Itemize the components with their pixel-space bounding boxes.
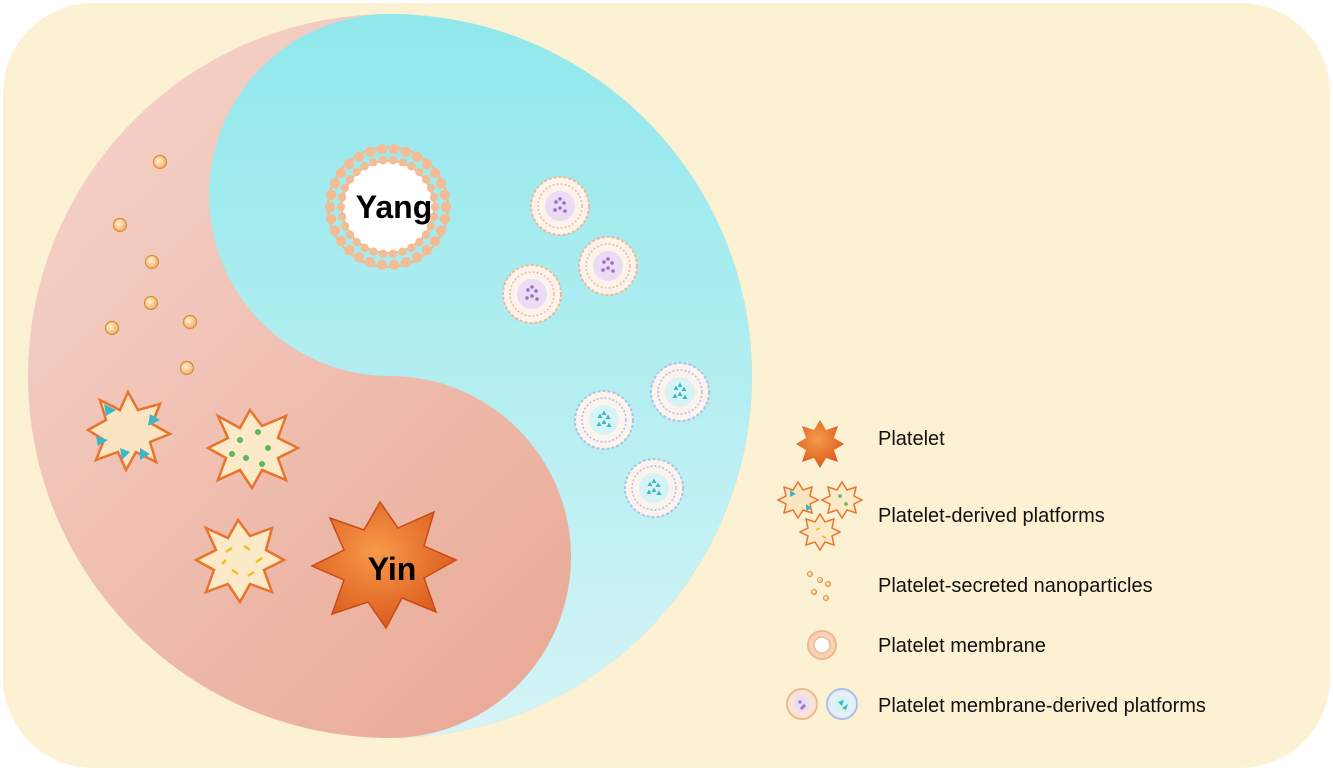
nanoparticle	[152, 154, 168, 170]
membrane-bead	[398, 158, 407, 167]
membrane-bead	[352, 167, 361, 177]
nanoparticle	[112, 217, 128, 233]
legend-label-platelet-derived-platforms: Platelet-derived platforms	[878, 505, 1105, 527]
membrane-bead	[378, 156, 388, 165]
membrane-bead	[440, 201, 452, 213]
membrane-bead	[340, 221, 350, 231]
membrane-vesicle	[650, 362, 710, 422]
membrane-bead	[415, 167, 424, 177]
membrane-bead	[421, 244, 433, 256]
membrane-bead	[378, 249, 388, 258]
membrane-bead	[435, 225, 447, 236]
nanoparticle	[179, 360, 195, 376]
membrane-bead	[326, 189, 337, 201]
membrane-bead	[429, 193, 439, 202]
membrane-vesicle	[574, 390, 634, 450]
membrane-vesicle	[530, 176, 590, 236]
membrane-bead	[324, 201, 336, 213]
membrane-bead	[352, 237, 361, 247]
membrane-bead	[345, 230, 355, 239]
membrane-bead	[439, 213, 450, 225]
secreted-nanoparticles	[104, 154, 198, 376]
membrane-bead	[421, 158, 433, 170]
membrane-bead	[388, 156, 398, 165]
membrane-bead	[388, 144, 400, 155]
membrane-bead	[421, 230, 431, 239]
nanoparticle	[144, 254, 160, 270]
legend-label-nanoparticles: Platelet-secreted nanoparticles	[878, 575, 1153, 597]
legend: Platelet Platelet-derived platforms Plat…	[776, 420, 1206, 720]
membrane-bead	[353, 151, 365, 162]
membrane-bead	[376, 259, 388, 270]
membrane-bead	[426, 221, 436, 231]
nanoparticle	[104, 320, 120, 336]
membrane-bead	[335, 235, 347, 247]
nanoparticle	[143, 295, 159, 311]
membrane-bead	[398, 247, 407, 256]
membrane-bead	[429, 167, 441, 179]
membrane-bead	[337, 212, 347, 221]
membrane-bead	[326, 213, 337, 225]
membrane-bead	[421, 175, 431, 184]
membrane-bead	[329, 225, 341, 236]
membrane-bead	[343, 158, 355, 170]
membrane-bead	[411, 151, 423, 162]
platelet-derived-platforms-icon	[776, 480, 864, 552]
nanoparticles-icon	[807, 571, 832, 602]
membrane-bead	[400, 256, 412, 268]
membrane-bead	[369, 247, 378, 256]
membrane-bead	[429, 235, 441, 247]
membrane-bead	[329, 178, 341, 189]
platelet-membrane-icon	[807, 630, 837, 660]
membrane-bead	[360, 243, 369, 252]
legend-label-platelet-membrane: Platelet membrane	[878, 635, 1046, 657]
yin-label: Yin	[368, 551, 417, 587]
membrane-bead	[343, 244, 355, 256]
membrane-bead	[364, 146, 376, 158]
membrane-bead	[426, 183, 436, 193]
membrane-bead	[430, 202, 440, 212]
membrane-bead	[429, 212, 439, 221]
platelet-icon	[796, 420, 844, 468]
membrane-bead	[335, 167, 347, 179]
membrane-bead	[388, 259, 400, 270]
legend-label-membrane-derived-platforms: Platelet membrane-derived platforms	[878, 695, 1206, 717]
membrane-bead	[400, 146, 412, 158]
membrane-bead	[388, 249, 398, 258]
membrane-bead	[415, 237, 424, 247]
membrane-bead	[435, 178, 447, 189]
yang-label: Yang	[356, 189, 432, 225]
platelet-membrane-yang	[324, 144, 452, 270]
membrane-bead	[411, 252, 423, 263]
membrane-bead	[340, 183, 350, 193]
membrane-bead	[336, 202, 346, 212]
membrane-vesicle	[624, 458, 684, 518]
membrane-bead	[369, 158, 378, 167]
platelet-derived-platform-2	[205, 407, 301, 491]
membrane-bead	[439, 189, 450, 201]
membrane-vesicles-teal	[574, 362, 710, 518]
platelet-derived-platform-1	[85, 389, 173, 473]
platelet-derived-platform-3	[193, 517, 287, 605]
membrane-bead	[364, 256, 376, 268]
membrane-vesicle	[502, 264, 562, 324]
nanoparticle	[182, 314, 198, 330]
membrane-bead	[353, 252, 365, 263]
membrane-bead	[407, 243, 416, 252]
membrane-derived-platforms-icon	[786, 688, 858, 720]
membrane-bead	[407, 162, 416, 171]
membrane-bead	[376, 144, 388, 155]
membrane-bead	[345, 175, 355, 184]
membrane-bead	[337, 193, 347, 202]
membrane-vesicle	[578, 236, 638, 296]
platelet-yin	[310, 500, 458, 630]
legend-label-platelet: Platelet	[878, 428, 945, 450]
membrane-bead	[360, 162, 369, 171]
membrane-vesicles-purple	[502, 176, 638, 324]
